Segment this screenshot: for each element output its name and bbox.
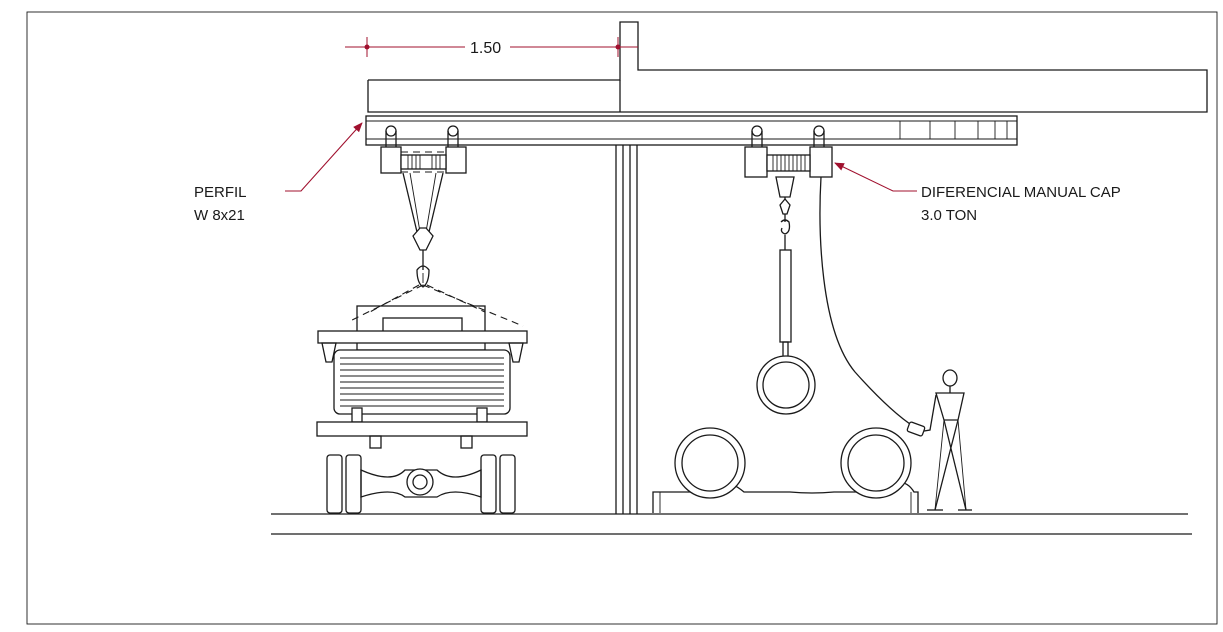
- beam-leader: [285, 122, 363, 192]
- machine-base: [652, 427, 919, 513]
- drawing-frame: [26, 11, 1218, 625]
- ground: [271, 513, 1192, 535]
- dimension-150: [345, 37, 638, 57]
- beam-label-line1: PERFIL: [194, 184, 247, 201]
- transformer-load: [316, 284, 528, 449]
- beam-label-line2: W 8x21: [194, 207, 245, 224]
- right-hoist: [744, 125, 917, 429]
- hoist-leader: [834, 162, 917, 192]
- operator-figure: [906, 369, 972, 511]
- roof-structure: [367, 21, 1208, 113]
- left-hoist: [380, 125, 467, 288]
- column: [615, 145, 638, 514]
- hoist-label-line1: DIFERENCIAL MANUAL CAP: [921, 184, 1121, 201]
- beam-w8x21: [365, 115, 1018, 146]
- dimension-label: 1.50: [470, 40, 501, 57]
- hoist-label-line2: 3.0 TON: [921, 207, 977, 224]
- cart: [326, 454, 516, 514]
